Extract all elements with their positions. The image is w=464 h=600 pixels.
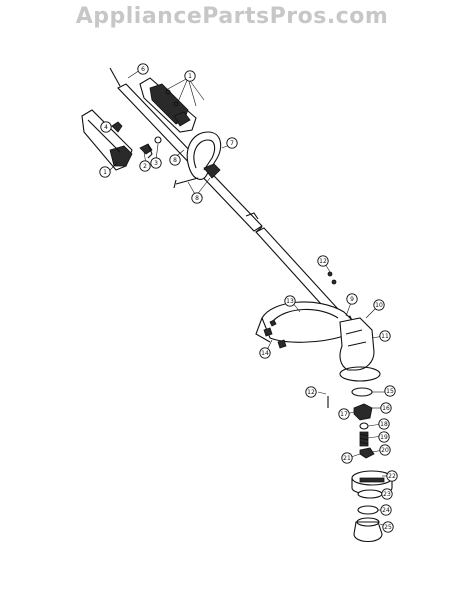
callout-circle (305, 386, 317, 398)
callout-label: 21 (343, 455, 351, 462)
callout-circle (378, 418, 390, 430)
motor-housing (139, 77, 197, 133)
callout-label: 23 (383, 491, 391, 498)
callout-label: 9 (350, 296, 354, 303)
callout-label: 11 (381, 333, 389, 340)
callout-label: 25 (384, 524, 392, 531)
callout-circle (191, 192, 203, 204)
callout-circle (99, 166, 111, 178)
callout-label: 3 (154, 160, 158, 167)
callout-label: 4 (104, 124, 108, 131)
callout-label: 6 (141, 66, 145, 73)
callout-label: 12 (307, 389, 315, 396)
callout-circle (382, 521, 394, 533)
callout-label: 22 (388, 473, 396, 480)
callout-label: 7 (230, 140, 234, 147)
callout-label: 19 (380, 434, 388, 441)
callout-label: 1 (188, 73, 192, 80)
callout-circle (169, 154, 181, 166)
callout-circle (378, 431, 390, 443)
callout-circle (259, 347, 271, 359)
callout-label: 20 (381, 447, 389, 454)
callout-label: 13 (286, 298, 294, 305)
callout-circle (184, 70, 196, 82)
guard (255, 301, 357, 349)
callout-label: 18 (380, 421, 388, 428)
callout-label: 24 (382, 507, 390, 514)
callout-circle (379, 444, 391, 456)
callout-circle (137, 63, 149, 75)
callout-circle (373, 299, 385, 311)
callout-label: 1 (103, 169, 107, 176)
handle-grip (81, 109, 133, 171)
callout-circle (317, 255, 329, 267)
callout-circle (380, 402, 392, 414)
callout-circle (379, 330, 391, 342)
trigger-parts (111, 121, 162, 159)
callout-circle (346, 293, 358, 305)
callout-label: 10 (375, 302, 383, 309)
trimmer-head-housing (339, 317, 381, 382)
callout-circle (380, 504, 392, 516)
callout-label: 2 (143, 163, 147, 170)
loop-handle (173, 131, 222, 189)
callout-label: 16 (382, 405, 390, 412)
callout-circle (381, 488, 393, 500)
callout-circle (338, 408, 350, 420)
callout-circle (386, 470, 398, 482)
callout-label: 12 (319, 258, 327, 265)
callout-circle (226, 137, 238, 149)
callout-label: 15 (386, 388, 394, 395)
callout-label: 14 (261, 350, 269, 357)
callout-circle (384, 385, 396, 397)
watermark: AppliancePartsPros.com (75, 4, 389, 29)
callout-label: 8 (173, 157, 177, 164)
callout-circle (100, 121, 112, 133)
callout-circle (150, 157, 162, 169)
upper-shaft (109, 67, 263, 232)
callout-circle (341, 452, 353, 464)
callout-circle (139, 160, 151, 172)
callout-label: 8 (195, 195, 199, 202)
callout-circle (284, 295, 296, 307)
callout-label: 17 (340, 411, 348, 418)
